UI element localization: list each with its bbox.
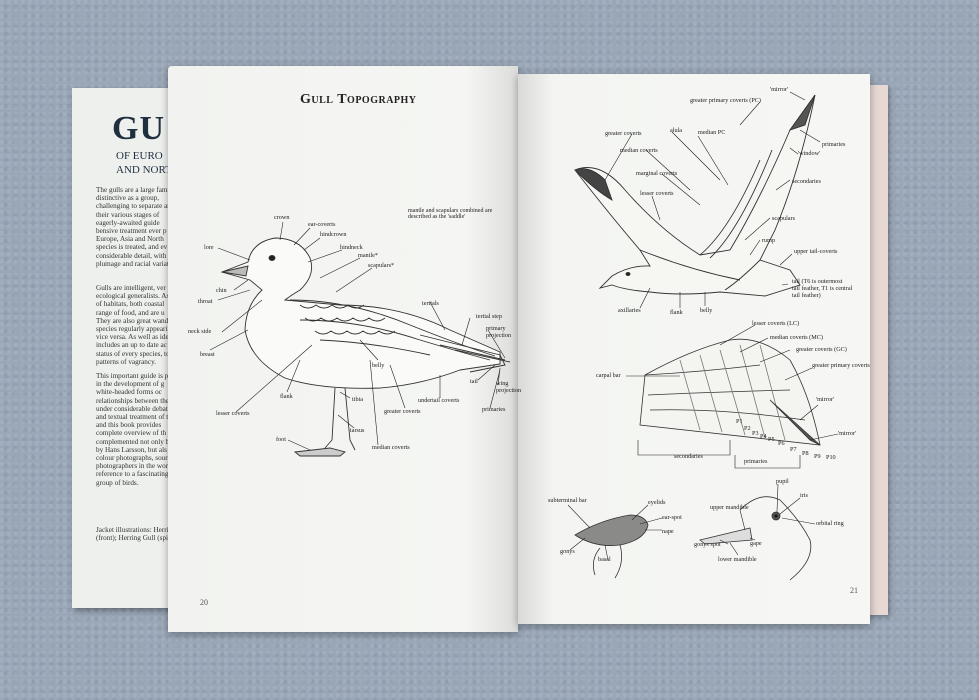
primary-number-p3: P3 [752, 430, 759, 437]
primary-number-p8: P8 [802, 450, 809, 457]
label-ear-spot: ear-spot [662, 514, 682, 521]
primary-number-p9: P9 [814, 453, 821, 460]
label-eyelids: eyelids [648, 499, 666, 506]
primary-number-p1: P1 [736, 418, 743, 425]
label-mirror-2: 'mirror' [816, 396, 835, 403]
label-flank: flank [280, 393, 293, 400]
label-window: 'window' [798, 150, 821, 157]
label-basal: basal [598, 556, 611, 563]
label-scapulars-top: scapulars [772, 215, 796, 222]
label-tibia: tibia [352, 396, 363, 403]
label-lesser-coverts-lc: lesser coverts (LC) [752, 320, 800, 327]
head-leader-lines [567, 483, 816, 561]
right-page [518, 74, 870, 624]
label-upper-mandible: upper mandible [710, 504, 749, 511]
standing-gull-drawing [220, 237, 511, 457]
label-foot: foot [276, 436, 286, 443]
label-lesser-coverts: lesser coverts [216, 410, 250, 417]
label-median-pc: median PC [698, 129, 726, 136]
wing-diagram [639, 338, 821, 446]
primary-number-p4: P4 [760, 433, 767, 440]
label-median-coverts-top: median coverts [620, 147, 658, 154]
right-page-number: 21 [850, 586, 858, 595]
left-page-leader-lines [209, 221, 506, 451]
label-gonys-spot: gonys spot [694, 541, 721, 548]
label-greater-coverts-top: greater coverts [605, 130, 642, 137]
label-hindneck: hindneck [340, 244, 363, 251]
label-rump: rump [762, 237, 776, 244]
label-scapulars: scapulars* [368, 262, 395, 269]
label-axillaries: axillaries [618, 307, 641, 314]
primary-number-p6: P6 [778, 440, 785, 447]
label-alula: alula [670, 127, 683, 134]
label-neck-side: neck side [188, 328, 212, 335]
label-crown: crown [274, 214, 290, 221]
jacket-paragraph-3: This important guide is p in the develop… [96, 372, 171, 487]
label-nape: nape [662, 528, 674, 535]
label-primary-projection: primary projection [486, 325, 512, 339]
label-tertial-step: tertial step [476, 313, 502, 320]
label-undertail-coverts: undertail coverts [418, 397, 460, 404]
label-tertials: tertials [422, 300, 439, 307]
left-page-number: 20 [200, 598, 208, 607]
primary-number-p5: P5 [768, 436, 775, 443]
label-mirror-top: 'mirror' [770, 86, 789, 93]
label-belly-top: belly [700, 307, 713, 314]
flying-gull-leader-lines [604, 91, 821, 309]
label-marginal-coverts: marginal coverts [636, 170, 678, 177]
label-mirror-3: 'mirror' [838, 430, 857, 437]
label-mantle: mantle* [358, 252, 378, 259]
label-wing-projection: wing projection [496, 380, 522, 394]
label-lore: lore [204, 244, 214, 251]
label-iris: iris [800, 492, 808, 499]
jacket-title: GU [112, 110, 165, 147]
label-median-coverts: median coverts [372, 444, 410, 451]
label-primaries-wing: primaries [744, 458, 768, 465]
label-tail-note: tail (T6 is outermost tail feather, T1 i… [792, 278, 853, 299]
label-gape: gape [750, 540, 762, 547]
label-carpal-bar: carpal bar [596, 372, 621, 379]
saddle-note: mantle and scapulars combined are descri… [408, 208, 493, 220]
label-primaries: primaries [482, 406, 506, 413]
label-hindcrown: hindcrown [320, 231, 347, 238]
label-gonys: gonys [560, 548, 575, 555]
label-greater-coverts: greater coverts [384, 408, 421, 415]
jacket-credits: Jacket illustrations: Herring (front); H… [96, 526, 176, 543]
label-subterminal-bar: subterminal bar [548, 497, 587, 504]
label-median-coverts-mc: median coverts (MC) [770, 334, 823, 341]
jacket-subtitle-2: AND NORT [116, 164, 172, 176]
label-chin: chin [216, 287, 227, 294]
label-secondaries-wing: secondaries [674, 453, 703, 460]
primary-number-p10: P10 [826, 454, 836, 461]
head-diagrams [574, 496, 812, 581]
label-greater-coverts-gc: greater coverts (GC) [796, 346, 847, 353]
jacket-paragraph-1: The gulls are a large fami distinctive a… [96, 186, 171, 268]
label-breast: breast [200, 351, 215, 358]
label-tarsus: tarsus [350, 427, 365, 434]
label-pupil: pupil [776, 478, 789, 485]
label-secondaries-top: secondaries [792, 178, 821, 185]
label-tail: tail [470, 378, 478, 385]
flying-gull-drawing [574, 94, 816, 297]
label-greater-primary-coverts: greater primary coverts (PC) [690, 97, 761, 104]
label-primaries-top: primaries [822, 141, 846, 148]
primary-number-p2: P2 [744, 425, 751, 432]
label-throat: throat [198, 298, 213, 305]
wing-leader-lines [626, 324, 839, 469]
label-flank-top: flank [670, 309, 683, 316]
primary-number-p7: P7 [790, 446, 797, 453]
label-upper-tail-coverts: upper tail-coverts [794, 248, 838, 255]
label-belly: belly [372, 362, 385, 369]
label-greater-primary-coverts-2: greater primary coverts [812, 362, 870, 369]
jacket-paragraph-2: Gulls are intelligent, ver ecological ge… [96, 284, 174, 366]
label-orbital-ring: orbital ring [816, 520, 844, 527]
label-lower-mandible: lower mandible [718, 556, 757, 563]
page-title: Gull Topography [300, 92, 417, 107]
jacket-subtitle-1: OF EURO [116, 150, 163, 162]
label-lesser-coverts-top: lesser coverts [640, 190, 674, 197]
label-ear-coverts: ear-coverts [308, 221, 336, 228]
